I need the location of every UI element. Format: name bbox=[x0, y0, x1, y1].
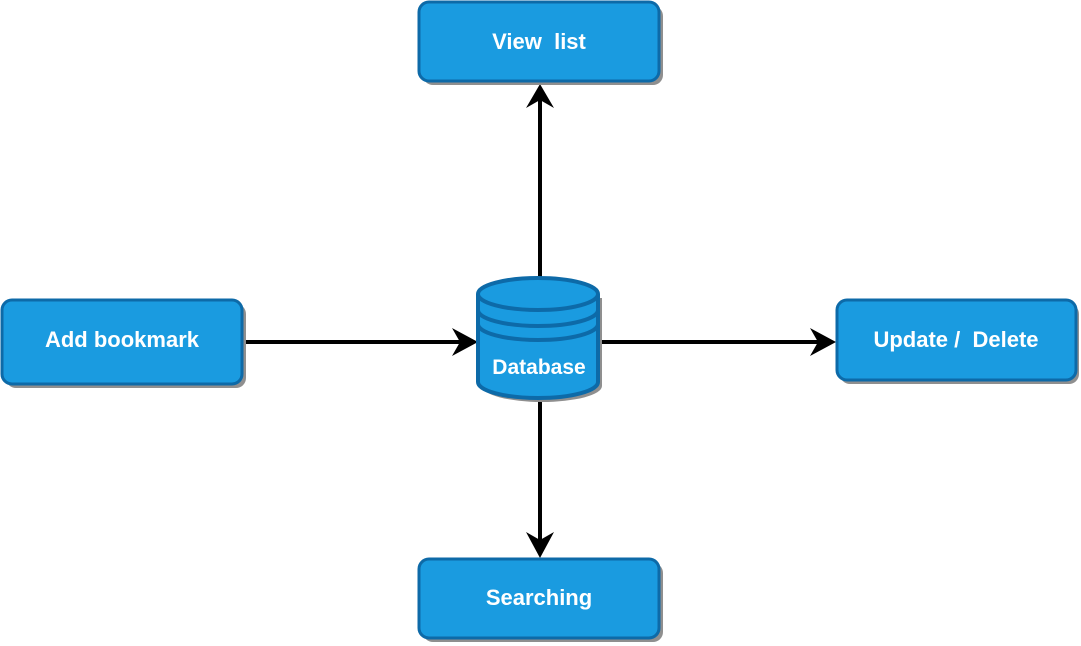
node-add-bookmark: Add bookmark bbox=[0, 298, 246, 388]
arrowhead-database bbox=[452, 328, 478, 356]
node-view-list: View list bbox=[417, 0, 663, 85]
node-database: Database bbox=[476, 276, 602, 402]
node-searching: Searching bbox=[417, 557, 663, 642]
database-icon bbox=[476, 276, 602, 402]
add-bookmark-label: Add bookmark bbox=[45, 327, 200, 352]
arrowhead-searching bbox=[526, 532, 554, 558]
update-delete-label: Update / Delete bbox=[873, 327, 1038, 352]
edges bbox=[244, 84, 836, 558]
node-update-delete: Update / Delete bbox=[835, 298, 1079, 384]
arrowhead-update-delete bbox=[810, 328, 836, 356]
arrowhead-view-list bbox=[526, 84, 554, 108]
view-list-label: View list bbox=[492, 29, 586, 54]
database-label: Database bbox=[492, 356, 585, 379]
searching-label: Searching bbox=[486, 585, 592, 610]
